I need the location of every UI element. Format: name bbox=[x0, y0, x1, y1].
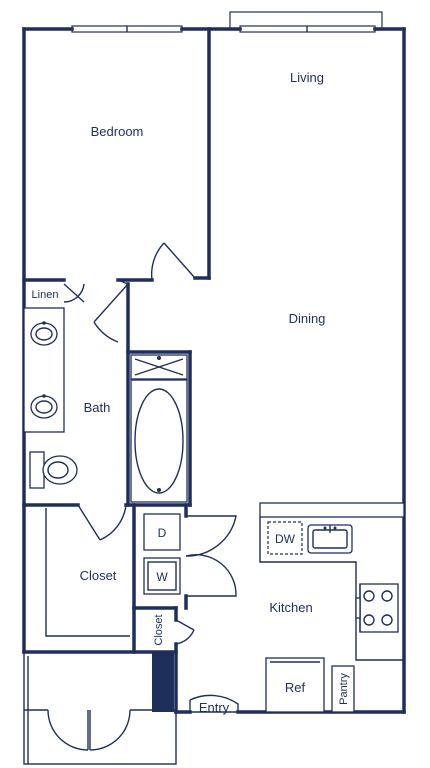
label-closet-entry: Closet bbox=[153, 614, 165, 645]
bathtub-icon bbox=[130, 379, 188, 503]
label-refrigerator: Ref bbox=[285, 680, 306, 695]
entry-column bbox=[152, 652, 174, 712]
refrigerator bbox=[265, 657, 325, 713]
bath-vanity bbox=[23, 307, 65, 433]
exterior-walls bbox=[22, 27, 406, 714]
closet-shelf bbox=[45, 508, 130, 637]
label-dining: Dining bbox=[289, 311, 326, 326]
label-entry: Entry bbox=[199, 700, 230, 715]
door-linen[interactable] bbox=[63, 283, 85, 303]
label-closet-main: Closet bbox=[80, 568, 117, 583]
balcony bbox=[23, 651, 177, 765]
label-bedroom: Bedroom bbox=[91, 124, 144, 139]
sink-lower-icon bbox=[30, 394, 58, 419]
door-entry[interactable] bbox=[189, 694, 239, 713]
label-washer: W bbox=[156, 570, 168, 584]
sink-upper-icon bbox=[30, 321, 58, 346]
door-bedroom[interactable] bbox=[150, 242, 196, 281]
label-linen: Linen bbox=[32, 289, 59, 301]
pantry bbox=[331, 665, 355, 713]
shower-icon bbox=[130, 354, 188, 380]
kitchen-sink-icon bbox=[307, 524, 353, 554]
label-bath: Bath bbox=[84, 400, 111, 415]
window-living bbox=[229, 11, 383, 33]
laundry-stack bbox=[143, 513, 181, 595]
window-bedroom bbox=[71, 25, 183, 33]
label-living: Living bbox=[290, 70, 324, 85]
dishwasher bbox=[267, 521, 303, 555]
door-closet-main[interactable] bbox=[77, 504, 127, 541]
door-bath[interactable] bbox=[93, 279, 129, 343]
label-dryer: D bbox=[158, 526, 167, 540]
toilet-icon bbox=[29, 451, 78, 489]
door-laundry[interactable] bbox=[185, 515, 237, 597]
label-kitchen: Kitchen bbox=[269, 600, 312, 615]
label-dishwasher: DW bbox=[275, 532, 296, 546]
label-pantry: Pantry bbox=[338, 673, 350, 705]
door-entry-closet[interactable] bbox=[175, 619, 195, 645]
stove-icon bbox=[355, 583, 399, 633]
kitchen-counter bbox=[259, 502, 405, 661]
